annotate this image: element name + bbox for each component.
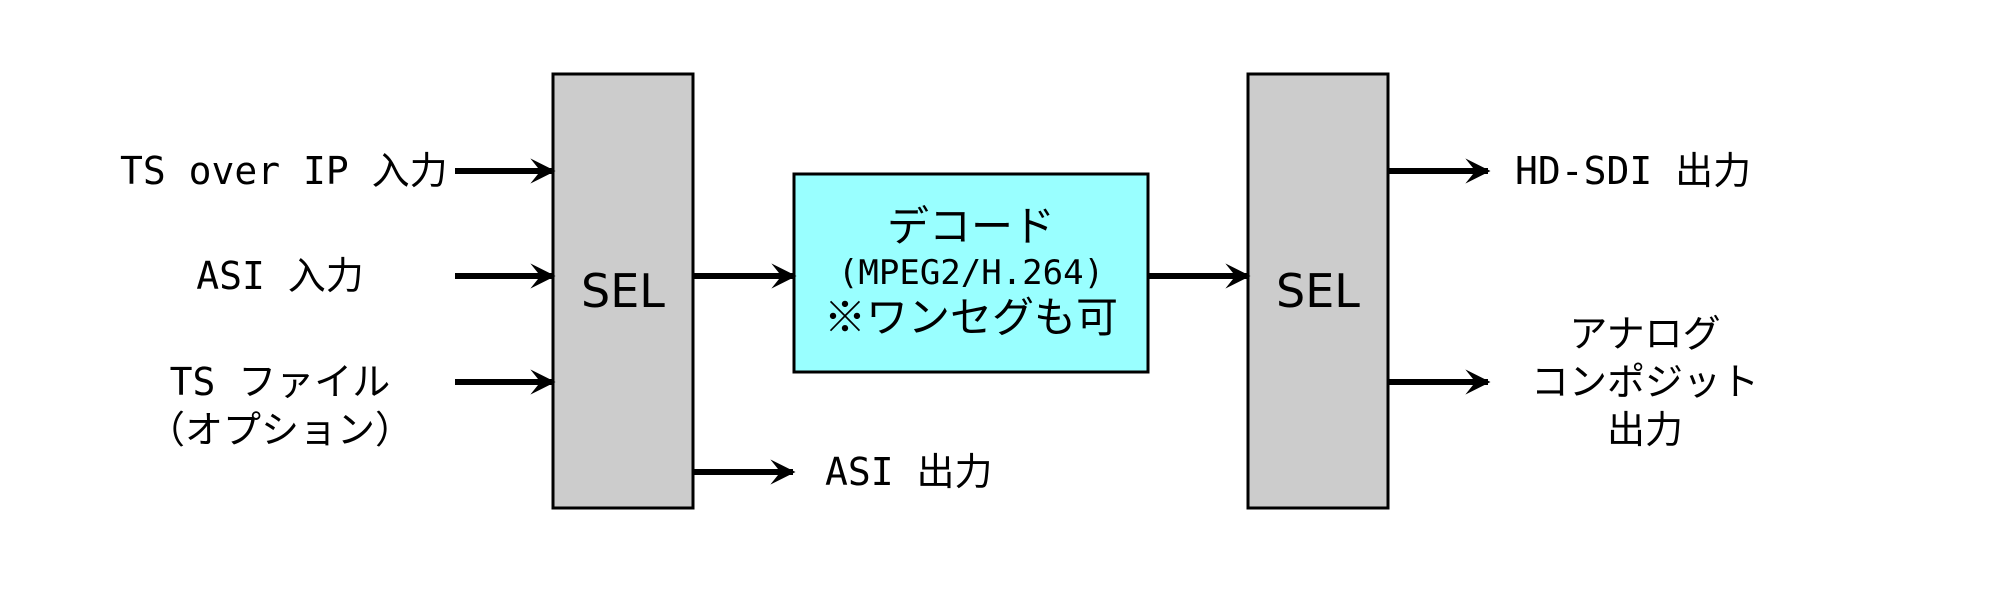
decoder-label: デコード (MPEG2/H.264) ※ワンセグも可 <box>794 174 1148 372</box>
ts-over-ip-text: TS over IP 入力 <box>120 149 448 193</box>
hd-sdi-output-text: HD-SDI 出力 <box>1515 149 1752 193</box>
selector-left-box <box>551 72 695 510</box>
ts-file-option-text: （オプション） <box>146 408 413 452</box>
output-label-asi: ASI 出力 <box>825 448 1025 496</box>
output-label-analog: アナログ コンポジット 出力 <box>1500 310 1790 454</box>
selector-right-box <box>1246 72 1390 510</box>
input-label-ts-over-ip: TS over IP 入力 <box>120 147 448 195</box>
input-label-ts-file: TS ファイル （オプション） <box>110 358 450 454</box>
analog-text: アナログ <box>1569 312 1721 356</box>
asi-input-text: ASI 入力 <box>196 254 364 298</box>
decoder-note: ※ワンセグも可 <box>823 293 1118 343</box>
composite-text: コンポジット <box>1530 360 1759 404</box>
selector-right-label: SEL <box>1276 264 1360 318</box>
ts-file-text: TS ファイル <box>169 360 391 404</box>
asi-output-text: ASI 出力 <box>825 450 993 494</box>
input-label-asi: ASI 入力 <box>120 252 440 300</box>
decoder-title: デコード <box>886 202 1055 252</box>
selector-left-label: SEL <box>581 264 665 318</box>
decoder-codecs: (MPEG2/H.264) <box>837 252 1105 293</box>
output-label-hd-sdi: HD-SDI 出力 <box>1515 147 1775 195</box>
decoder-box <box>792 172 1150 374</box>
analog-output-text: 出力 <box>1606 408 1683 452</box>
